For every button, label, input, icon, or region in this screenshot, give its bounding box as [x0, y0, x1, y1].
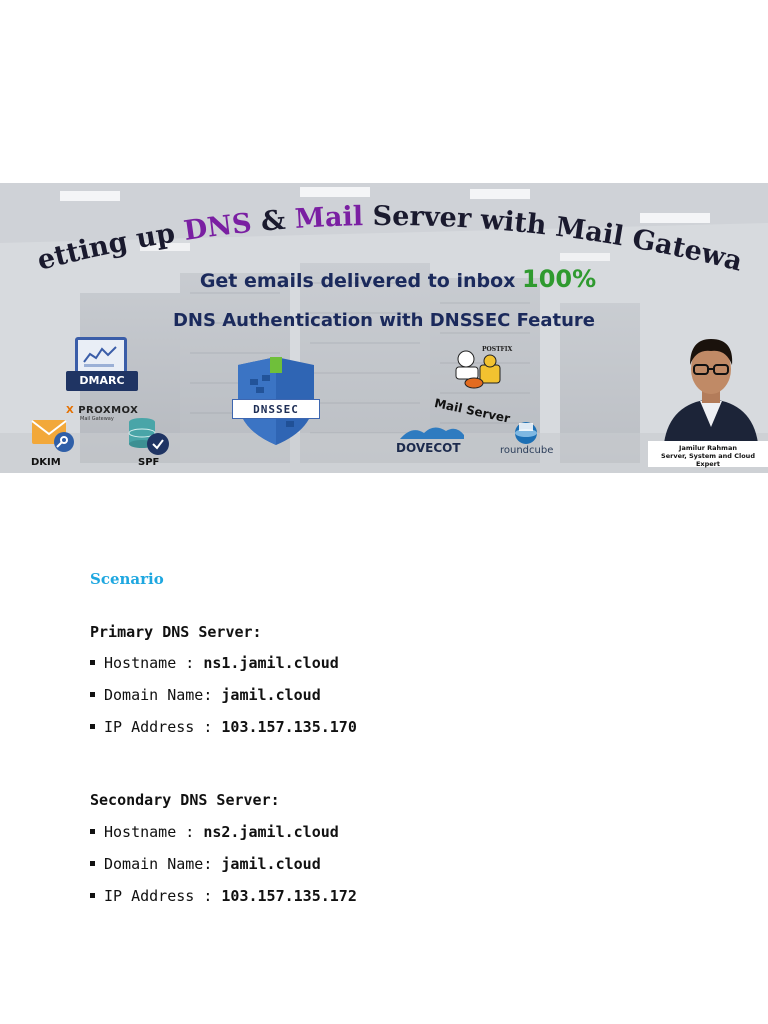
primary-dns-heading: Primary DNS Server:: [90, 623, 262, 641]
roundcube-label: roundcube: [500, 445, 554, 456]
bullet-icon: [90, 692, 95, 697]
title-mail: Mail: [294, 201, 363, 235]
svg-text:Setting up DNS & Mail Server w: Setting up DNS & Mail Server with Mail G…: [0, 183, 745, 278]
dmarc-label: DMARC: [66, 371, 138, 391]
bullet-icon: [90, 829, 95, 834]
dnssec-label: DNSSEC: [232, 399, 320, 419]
author-name: Jamilur Rahman: [679, 444, 737, 452]
item-label: IP Address :: [104, 887, 222, 905]
item-label: Hostname :: [104, 654, 204, 672]
proxmox-logo: X PROXMOX Mail Gateway: [66, 405, 139, 422]
list-item: IP Address : 103.157.135.170: [90, 718, 357, 750]
list-item: Hostname : ns1.jamil.cloud: [90, 654, 357, 686]
item-label: IP Address :: [104, 718, 222, 736]
list-item: Domain Name: jamil.cloud: [90, 686, 357, 718]
list-item: Hostname : ns2.jamil.cloud: [90, 823, 357, 855]
item-value: jamil.cloud: [221, 855, 321, 873]
list-item: Domain Name: jamil.cloud: [90, 855, 357, 887]
title-dns: DNS: [182, 208, 253, 247]
banner-subtitle-dnssec: DNS Authentication with DNSSEC Feature: [172, 310, 596, 331]
author-card: Jamilur Rahman Server, System and Cloud …: [648, 441, 768, 468]
database-check-icon: [128, 418, 169, 455]
envelope-key-icon: [31, 420, 74, 452]
banner-subtitle-inbox: Get emails delivered to inbox 100%: [199, 265, 597, 293]
monitor-icon: [75, 337, 127, 375]
item-label: Hostname :: [104, 823, 204, 841]
item-value: ns1.jamil.cloud: [203, 654, 339, 672]
postfix-label: POSTFIX: [482, 346, 513, 353]
author-photo: [664, 339, 758, 443]
dkim-label: DKIM: [31, 457, 61, 468]
proxmox-x-icon: X: [66, 405, 75, 416]
secondary-dns-heading: Secondary DNS Server:: [90, 791, 280, 809]
bullet-icon: [90, 724, 95, 729]
author-role: Server, System and Cloud Expert: [661, 452, 755, 468]
primary-dns-list: Hostname : ns1.jamil.cloud Domain Name: …: [90, 654, 357, 750]
item-label: Domain Name:: [104, 686, 222, 704]
dovecot-label: DOVECOT: [396, 441, 461, 455]
header-banner: Setting up DNS & Mail Server with Mail G…: [0, 183, 768, 473]
item-value: 103.157.135.172: [221, 887, 357, 905]
bullet-icon: [90, 660, 95, 665]
postfix-mascot-icon: [455, 350, 501, 389]
list-item: IP Address : 103.157.135.172: [90, 887, 357, 919]
secondary-dns-list: Hostname : ns2.jamil.cloud Domain Name: …: [90, 823, 357, 919]
spf-label: SPF: [138, 457, 160, 468]
item-value: jamil.cloud: [221, 686, 321, 704]
title-part-1: Setting up: [0, 183, 186, 277]
bullet-icon: [90, 861, 95, 866]
dovecot-wings-icon: [400, 427, 464, 439]
bullet-icon: [90, 893, 95, 898]
banner-title: Setting up DNS & Mail Server with Mail G…: [0, 183, 745, 278]
title-amp: &: [250, 204, 296, 239]
item-value: ns2.jamil.cloud: [203, 823, 339, 841]
banner-subtitle-accent: 100%: [522, 265, 597, 293]
scenario-heading: Scenario: [90, 570, 164, 588]
item-value: 103.157.135.170: [221, 718, 357, 736]
roundcube-globe-icon: [515, 422, 537, 444]
item-label: Domain Name:: [104, 855, 222, 873]
